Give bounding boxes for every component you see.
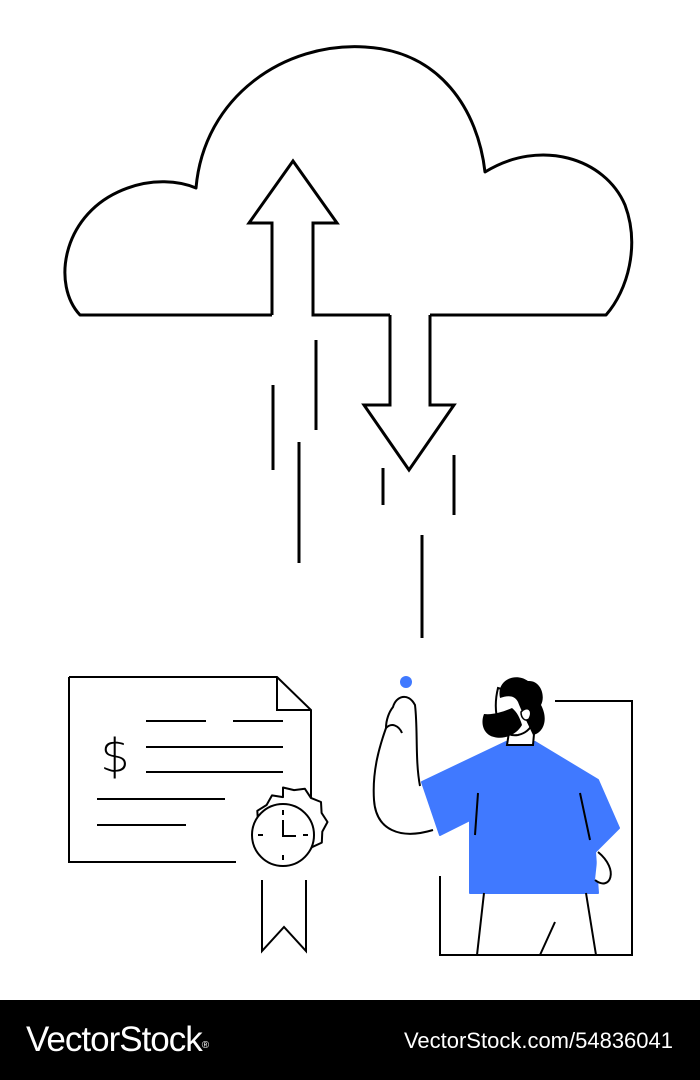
- watermark-bar: VectorStock® VectorStock.com/54836041: [0, 1000, 700, 1080]
- legs: [476, 892, 597, 956]
- logo-text: VectorStock: [26, 1020, 203, 1059]
- background-frame: [439, 700, 633, 956]
- upload-arrow-icon: [246, 158, 390, 317]
- beard: [482, 708, 522, 738]
- arm: [372, 696, 434, 835]
- award-ribbon-icon: [251, 786, 329, 954]
- ear: [520, 708, 532, 721]
- shirt: [421, 741, 620, 894]
- vectorstock-logo: VectorStock®: [26, 1018, 209, 1062]
- fingertip-dot: [400, 676, 412, 688]
- invoice-document-icon: [68, 676, 312, 863]
- cloud-transfer-illustration: $: [63, 45, 634, 956]
- man-pointing-up: [372, 676, 633, 956]
- currency-symbol: $: [100, 729, 129, 783]
- motion-lines: [271, 340, 456, 638]
- clock-icon: [258, 810, 308, 860]
- cloud-icon: [63, 45, 634, 317]
- hair: [499, 677, 545, 735]
- download-arrow-icon: [361, 315, 457, 473]
- registered-mark: ®: [201, 1040, 209, 1051]
- image-id-text: VectorStock.com/54836041: [403, 1028, 673, 1053]
